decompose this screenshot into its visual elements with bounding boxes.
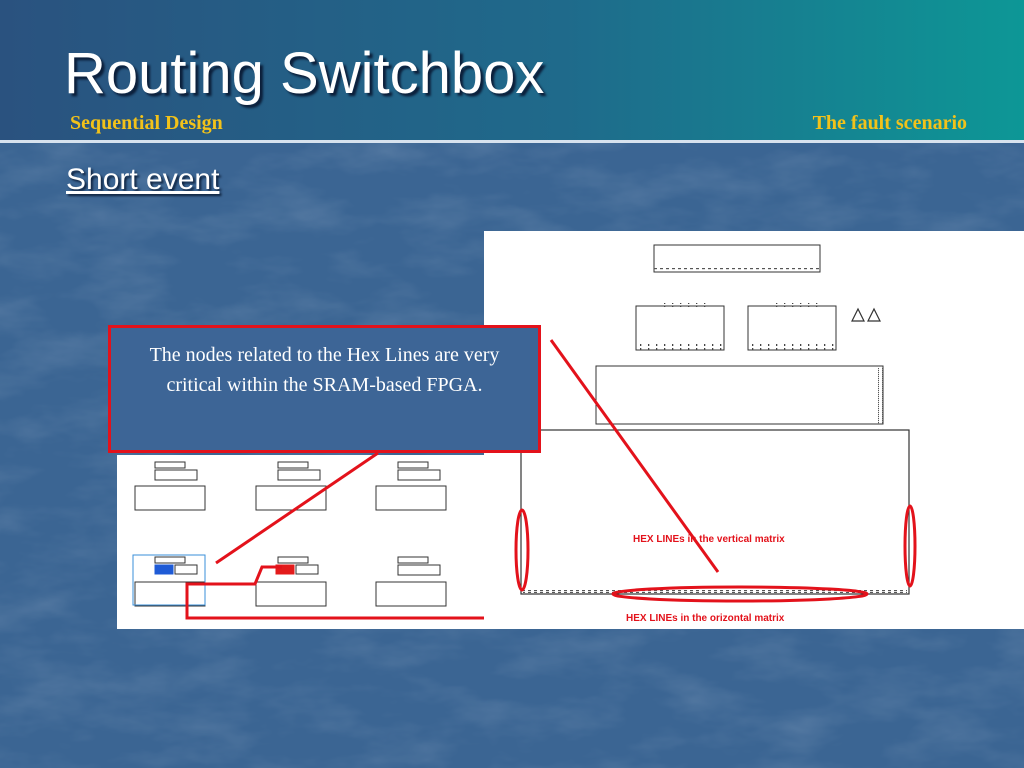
schematic-panel-left: [117, 455, 487, 629]
logic-cell: [255, 461, 327, 511]
label-hex-lines-vertical: HEX LINEs in the vertical matrix: [633, 534, 785, 545]
callout-text: The nodes related to the Hex Lines are v…: [149, 344, 500, 396]
section-heading: Short event: [66, 163, 220, 196]
wide-block: [595, 365, 884, 425]
logic-cell: [134, 461, 206, 511]
pointer-line-right: [549, 339, 720, 573]
mid-block-right: [747, 303, 837, 351]
top-block: [653, 244, 821, 273]
fault-path: [185, 565, 484, 620]
subtitle-fault-scenario: The fault scenario: [812, 112, 967, 134]
logic-cell: [375, 461, 447, 511]
mid-block-left: [635, 303, 725, 351]
slide-title: Routing Switchbox: [64, 41, 545, 106]
logic-cell: [375, 556, 447, 607]
logic-cell-selected-blue: [132, 554, 206, 607]
pointer-line-left: [215, 451, 379, 565]
logic-cell-grid: [132, 461, 447, 607]
subtitle-sequential-design: Sequential Design: [70, 112, 223, 134]
callout-box: The nodes related to the Hex Lines are v…: [108, 325, 541, 453]
highlight-ellipse-left: [514, 508, 530, 592]
buffer-icons: [851, 307, 881, 322]
logic-cell-selected-red: [255, 556, 327, 607]
header-divider: [0, 140, 1024, 143]
highlight-ellipse-bottom: [611, 585, 869, 603]
slide-header: [0, 0, 1024, 140]
highlight-ellipse-right: [903, 504, 917, 588]
fault-highlights: [185, 339, 917, 620]
label-hex-lines-horizontal: HEX LINEs in the orizontal matrix: [626, 613, 785, 624]
